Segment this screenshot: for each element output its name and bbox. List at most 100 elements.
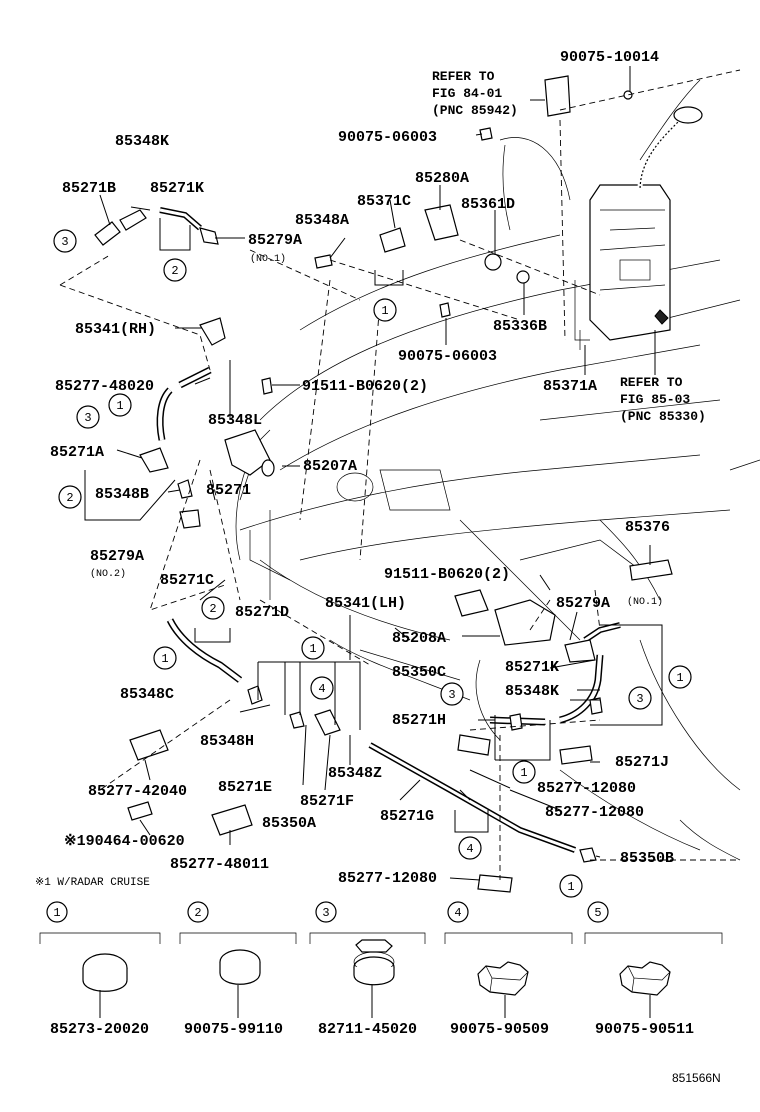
hose-protector-icon bbox=[211, 804, 253, 836]
callout-circles: 3 2 1 1 3 2 2 1 1 4 3 3 1 1 4 1 bbox=[53, 229, 692, 898]
svg-text:1: 1 bbox=[676, 671, 683, 685]
part-label: 85271H bbox=[392, 712, 446, 729]
bracket-lines bbox=[84, 218, 663, 833]
callout-circle: 3 bbox=[76, 405, 100, 429]
part-label: 85271K bbox=[505, 659, 559, 676]
svg-text:1: 1 bbox=[53, 906, 60, 920]
part-label: 90075-06003 bbox=[338, 129, 437, 146]
callout-circle: 1 bbox=[512, 760, 536, 784]
band-clamp-icon bbox=[219, 949, 261, 985]
callout-circle: 3 bbox=[628, 686, 652, 710]
svg-text:1: 1 bbox=[161, 652, 168, 666]
callout-circle: 1 bbox=[668, 665, 692, 689]
washer-hoses bbox=[156, 207, 621, 853]
svg-text:85273-20020: 85273-20020 bbox=[50, 1021, 149, 1038]
part-label: 85350B bbox=[620, 850, 674, 867]
legend-item-1: 1 85273-20020 bbox=[39, 901, 161, 1038]
callout-circle: 1 bbox=[153, 646, 177, 670]
callout-circle: 2 bbox=[58, 485, 82, 509]
part-label: 85277-12080 bbox=[545, 804, 644, 821]
svg-text:90075-90509: 90075-90509 bbox=[450, 1021, 549, 1038]
svg-text:90075-99110: 90075-99110 bbox=[184, 1021, 283, 1038]
svg-text:3: 3 bbox=[61, 235, 68, 249]
svg-text:REFER TO: REFER TO bbox=[620, 375, 683, 390]
part-label: 90075-10014 bbox=[560, 49, 659, 66]
svg-text:4: 4 bbox=[454, 906, 461, 920]
part-label: 90075-06003 bbox=[398, 348, 497, 365]
part-labels: 90075-10014 90075-06003 85348K 85280A 85… bbox=[35, 49, 674, 889]
hose-joint-icon bbox=[94, 221, 121, 246]
part-label: 85277-48020 bbox=[55, 378, 154, 395]
part-label: 85350C bbox=[392, 664, 446, 681]
part-label: 85371C bbox=[357, 193, 411, 210]
callout-circle: 4 bbox=[310, 676, 334, 700]
svg-text:1: 1 bbox=[381, 304, 388, 318]
part-label-note: (NO.1) bbox=[627, 596, 663, 608]
svg-text:REFER TO: REFER TO bbox=[432, 69, 495, 84]
callout-circle: 2 bbox=[201, 596, 225, 620]
svg-text:2: 2 bbox=[209, 602, 216, 616]
svg-text:FIG 85-03: FIG 85-03 bbox=[620, 392, 690, 407]
callout-circle: 1 bbox=[108, 393, 132, 417]
part-label: 85277-48011 bbox=[170, 856, 269, 873]
part-label: 85271A bbox=[50, 444, 104, 461]
part-label: 85271C bbox=[160, 572, 214, 589]
svg-text:1: 1 bbox=[309, 642, 316, 656]
part-label-note: (NO.1) bbox=[250, 253, 286, 265]
svg-text:2: 2 bbox=[194, 906, 201, 920]
small-parts bbox=[94, 75, 673, 893]
clip-legend: 1 85273-20020 2 90075-99110 3 bbox=[39, 901, 723, 1038]
svg-text:3: 3 bbox=[636, 692, 643, 706]
ref-note-top: REFER TO FIG 84-01 (PNC 85942) bbox=[432, 69, 518, 118]
part-label: ※190464-00620 bbox=[64, 833, 185, 850]
part-label: 85271F bbox=[300, 793, 354, 810]
nozzle-rh-icon bbox=[199, 317, 226, 346]
callout-circle: 3 bbox=[440, 682, 464, 706]
svg-text:1: 1 bbox=[567, 880, 574, 894]
ref-note-right: REFER TO FIG 85-03 (PNC 85330) bbox=[620, 375, 706, 424]
leader-lines bbox=[99, 66, 656, 881]
part-label: 91511-B0620(2) bbox=[384, 566, 510, 583]
callout-circle: 1 bbox=[559, 874, 583, 898]
part-label: 85376 bbox=[625, 519, 670, 536]
svg-text:3: 3 bbox=[448, 688, 455, 702]
hose-clip-icon bbox=[477, 961, 529, 996]
part-label: 85271 bbox=[206, 482, 251, 499]
nozzle-icon bbox=[224, 429, 271, 476]
part-label: 85348K bbox=[115, 133, 169, 150]
part-label: 85207A bbox=[303, 458, 357, 475]
svg-text:FIG 84-01: FIG 84-01 bbox=[432, 86, 502, 101]
part-label: 85348A bbox=[295, 212, 349, 229]
part-label: 85336B bbox=[493, 318, 547, 335]
svg-text:1: 1 bbox=[520, 766, 527, 780]
nozzle-lh-icon bbox=[454, 589, 489, 617]
legend-item-5: 5 90075-90511 bbox=[584, 901, 723, 1038]
part-label: 85280A bbox=[415, 170, 469, 187]
wire-clip-icon bbox=[353, 939, 395, 986]
callout-circle: 1 bbox=[373, 298, 397, 322]
washer-pump-icon bbox=[424, 204, 459, 241]
hose-protector-icon bbox=[129, 729, 169, 761]
part-label: 85348L bbox=[208, 412, 262, 429]
hose-clip-icon bbox=[619, 961, 671, 996]
band-clamp-icon bbox=[82, 953, 128, 992]
part-label: 85271D bbox=[235, 604, 289, 621]
part-label: 85277-12080 bbox=[338, 870, 437, 887]
part-label: 85271J bbox=[615, 754, 669, 771]
svg-text:2: 2 bbox=[171, 264, 178, 278]
dashed-reference-lines bbox=[59, 69, 741, 880]
svg-text:1: 1 bbox=[116, 399, 123, 413]
part-label: 85371A bbox=[543, 378, 597, 395]
legend-item-4: 4 90075-90509 bbox=[444, 901, 573, 1038]
part-label: 85348B bbox=[95, 486, 149, 503]
part-label: 85279A bbox=[248, 232, 302, 249]
legend-item-3: 3 82711-45020 bbox=[309, 901, 426, 1038]
part-label: 85271E bbox=[218, 779, 272, 796]
part-label: 85271K bbox=[150, 180, 204, 197]
svg-text:4: 4 bbox=[466, 842, 473, 856]
legend-item-2: 2 90075-99110 bbox=[179, 901, 297, 1038]
part-label: 85279A bbox=[556, 595, 610, 612]
part-label: 85348H bbox=[200, 733, 254, 750]
part-label: 85277-42040 bbox=[88, 783, 187, 800]
